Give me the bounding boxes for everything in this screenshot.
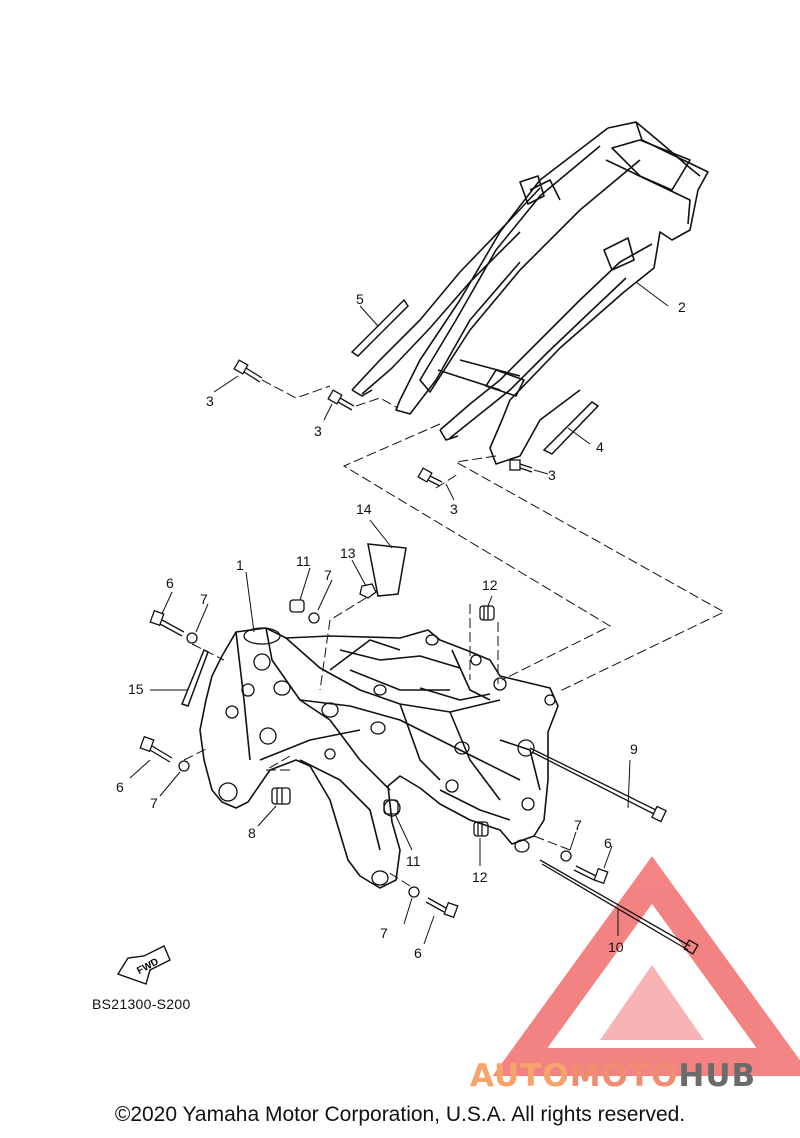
long-bolt-10-icon <box>539 859 699 955</box>
seat-rail-assembly <box>351 121 709 465</box>
callout-7c: 7 <box>150 795 158 811</box>
callout-6b: 6 <box>116 779 124 795</box>
callout-3d: 3 <box>548 467 556 483</box>
main-frame <box>199 627 559 889</box>
bushing-12a-icon <box>479 605 495 621</box>
callout-10: 10 <box>608 939 624 955</box>
copyright-notice: ©2020 Yamaha Motor Corporation, U.S.A. A… <box>114 1103 686 1126</box>
callout-2: 2 <box>678 299 686 315</box>
bushing-8-icon <box>271 787 291 805</box>
callout-6a: 6 <box>166 575 174 591</box>
bolt-3c-icon <box>417 467 443 487</box>
callout-11b: 11 <box>406 853 421 869</box>
callout-1: 1 <box>236 557 244 573</box>
watermark-logo-icon <box>492 856 800 1076</box>
callout-7d: 7 <box>574 817 582 833</box>
callout-labels: 1 2 3 3 3 3 4 5 14 11 13 7 12 6 7 15 6 7… <box>116 291 686 961</box>
bolt-3d-icon <box>509 459 533 473</box>
callout-8: 8 <box>248 825 256 841</box>
washer-7b-icon <box>178 760 190 772</box>
fasteners <box>139 359 699 955</box>
callout-7b: 7 <box>200 591 208 607</box>
washer-7d-icon <box>408 886 420 898</box>
callout-3b: 3 <box>314 423 322 439</box>
long-bolt-9-icon <box>529 747 667 823</box>
callout-3a: 3 <box>206 393 214 409</box>
bolt-6d-icon <box>425 897 459 919</box>
assembly-lines <box>183 379 726 887</box>
bushing-11a-icon <box>289 599 305 613</box>
callout-7e: 7 <box>380 925 388 941</box>
washer-7a-icon <box>186 632 198 644</box>
callout-11a: 11 <box>296 553 311 569</box>
bolt-3a-icon <box>233 359 263 383</box>
callout-6c: 6 <box>604 835 612 851</box>
bracket-parts <box>181 298 600 707</box>
watermark-hub: HUB <box>678 1058 757 1094</box>
nut-13-icon <box>359 583 377 599</box>
leader-lines <box>129 281 669 945</box>
watermark-moto: MOTO <box>569 1058 679 1094</box>
bushing-11b-icon <box>383 799 399 815</box>
bolt-6b-icon <box>139 735 173 763</box>
bushing-12b-icon <box>473 821 489 837</box>
callout-3c: 3 <box>450 501 458 517</box>
fwd-arrow-icon: FWD <box>116 945 171 985</box>
callout-5: 5 <box>356 291 364 307</box>
washer-7c-icon <box>308 612 320 624</box>
watermark-brand: AUTOMOTOHUB <box>470 1058 756 1094</box>
callout-12a: 12 <box>482 577 498 593</box>
callout-13: 13 <box>340 545 356 561</box>
bolt-6c-icon <box>573 865 609 885</box>
callout-14: 14 <box>356 501 372 517</box>
callout-15: 15 <box>128 681 144 697</box>
callout-7a: 7 <box>324 567 332 583</box>
bolt-3b-icon <box>327 389 355 411</box>
watermark-auto: AUTO <box>470 1058 570 1094</box>
washer-7e-icon <box>560 850 572 862</box>
callout-12b: 12 <box>472 869 488 885</box>
frame-holes <box>218 627 556 886</box>
diagram-code: BS21300-S200 <box>92 996 191 1012</box>
callout-6d: 6 <box>414 945 422 961</box>
callout-4: 4 <box>596 439 604 455</box>
callout-9: 9 <box>630 741 638 757</box>
bolt-6a-icon <box>149 609 185 637</box>
